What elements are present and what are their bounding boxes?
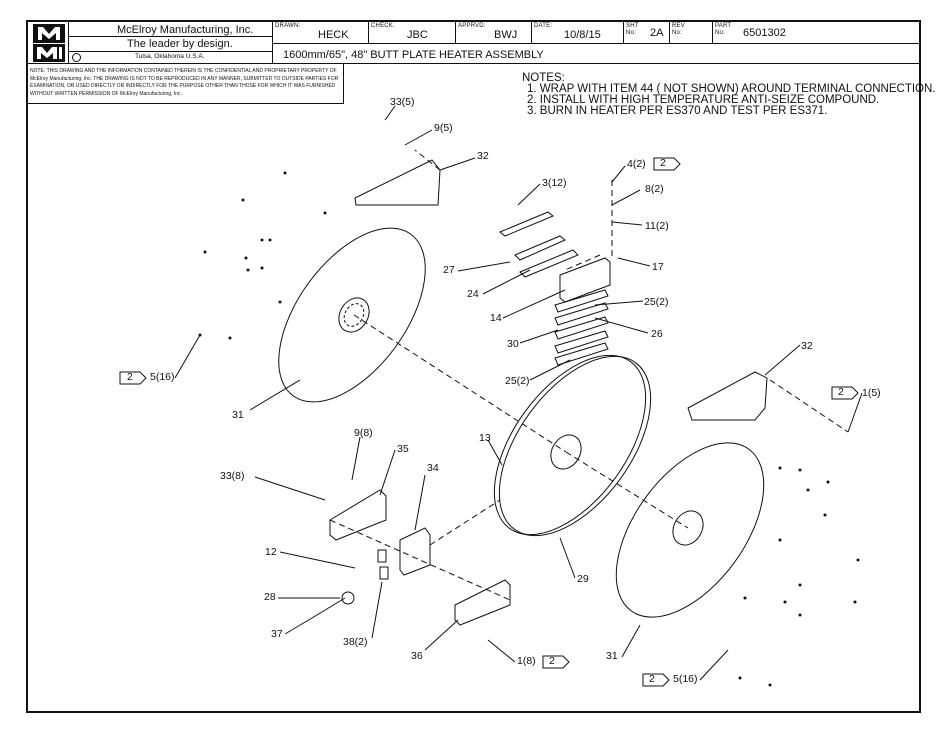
- apprvd-label: APPRVD:: [458, 23, 486, 29]
- callout-28: 28: [264, 591, 276, 603]
- company-location: Tulsa, Oklahoma U.S.A.: [135, 53, 205, 60]
- callout-4-2: 4(2): [627, 158, 646, 170]
- callout-25-2-top: 25(2): [644, 296, 669, 308]
- rev-label: REV No:: [672, 23, 685, 36]
- callout-1-8: 1(8): [517, 655, 536, 667]
- title-block: McElroy Manufacturing, Inc. The leader b…: [26, 20, 921, 64]
- title-cell: 1600mm/65", 48" BUTT PLATE HEATER ASSEMB…: [272, 43, 919, 64]
- company-name: McElroy Manufacturing, Inc.: [117, 24, 254, 36]
- lower-right-guard-plate: [687, 371, 768, 421]
- date-value: 10/8/15: [564, 29, 601, 41]
- callout-31-left: 31: [232, 409, 244, 421]
- center-lines: [329, 149, 849, 601]
- note-2: 2. INSTALL WITH HIGH TEMPERATURE ANTI-SE…: [527, 94, 880, 106]
- callout-33-8: 33(8): [220, 470, 245, 482]
- callout-5-16-left: 5(16): [150, 371, 175, 383]
- callout-33-5: 33(5): [390, 96, 415, 108]
- callout-8-2: 8(2): [645, 183, 664, 195]
- note-flag-5-right: [642, 673, 670, 687]
- fasteners: [198, 171, 860, 687]
- note-flag-1-lower: [542, 655, 570, 669]
- drawn-label: DRAWN:: [275, 23, 301, 29]
- registered-mark-icon: [72, 53, 81, 62]
- callout-32-right: 32: [801, 340, 813, 352]
- note-flag-1: [831, 386, 859, 400]
- callout-3-12: 3(12): [542, 177, 567, 189]
- callout-17: 17: [652, 261, 664, 273]
- drawn-cell: DRAWN: HECK: [272, 22, 368, 43]
- right-heater-plate: [615, 442, 765, 618]
- note-flag-5-left: [119, 371, 147, 385]
- callout-32-top: 32: [477, 150, 489, 162]
- company-tagline: The leader by design.: [127, 38, 233, 50]
- callout-38-2: 38(2): [343, 636, 368, 648]
- note-3: 3. BURN IN HEATER PER ES370 AND TEST PER…: [527, 105, 828, 117]
- handle-assembly: [311, 489, 511, 626]
- part-label: PART No:: [715, 23, 732, 36]
- upper-guard-plate: [354, 159, 441, 206]
- note-tag-4: 2: [549, 655, 555, 667]
- note-tag-3: 2: [838, 386, 844, 398]
- callout-1-5: 1(5): [862, 387, 881, 399]
- callout-26: 26: [651, 328, 663, 340]
- drawing-title: 1600mm/65", 48" BUTT PLATE HEATER ASSEMB…: [283, 49, 544, 61]
- confidential-note: NOTE: THIS DRAWING AND THE INFORMATION C…: [30, 68, 339, 97]
- callout-30: 30: [507, 338, 519, 350]
- callout-9-5: 9(5): [434, 122, 453, 134]
- mmi-logo-mark: [33, 24, 65, 62]
- callout-24: 24: [467, 288, 479, 300]
- apprvd-cell: APPRVD: BWJ: [455, 22, 531, 43]
- company-logo: [30, 22, 68, 64]
- note-tag-5: 2: [649, 673, 655, 685]
- check-value: JBC: [407, 29, 428, 41]
- sht-cell: SHT No: 2A: [623, 22, 669, 43]
- callout-34: 34: [427, 462, 439, 474]
- drawn-value: HECK: [318, 29, 349, 41]
- callout-35: 35: [397, 443, 409, 455]
- part-cell: PART No: 6501302: [712, 22, 919, 43]
- apprvd-value: BWJ: [494, 29, 518, 41]
- callout-25-2-bottom: 25(2): [505, 375, 530, 387]
- callout-9-8: 9(8): [354, 427, 373, 439]
- callout-29: 29: [577, 573, 589, 585]
- notes-block: NOTES: 1. WRAP WITH ITEM 44 ( NOT SHOWN)…: [522, 72, 936, 117]
- callout-14: 14: [490, 312, 502, 324]
- date-label: DATE:: [534, 23, 553, 29]
- company-name-cell: McElroy Manufacturing, Inc. The leader b…: [68, 22, 272, 64]
- sht-label: SHT No:: [626, 23, 639, 36]
- notes-heading: NOTES:: [522, 72, 565, 84]
- note-tag-1: 2: [660, 157, 666, 169]
- note-flag-4: [653, 157, 681, 171]
- sht-value: 2A: [650, 27, 664, 39]
- note-tag-2: 2: [127, 371, 133, 383]
- rev-cell: REV No:: [669, 22, 712, 43]
- callout-11-2: 11(2): [645, 220, 669, 232]
- note-flags: [119, 157, 859, 687]
- left-heater-plate: [278, 227, 426, 403]
- callout-27: 27: [443, 264, 455, 276]
- check-label: CHECK:: [371, 23, 395, 29]
- leader-lines: [174, 105, 863, 681]
- callout-31-right: 31: [606, 650, 618, 662]
- part-value: 6501302: [743, 27, 786, 39]
- confidential-note-box: [26, 64, 344, 104]
- note-1: 1. WRAP WITH ITEM 44 ( NOT SHOWN) AROUND…: [527, 83, 936, 95]
- callout-5-16-right: 5(16): [673, 673, 698, 685]
- center-heater-plate: [493, 354, 652, 537]
- callout-36: 36: [411, 650, 423, 662]
- callout-37: 37: [271, 628, 283, 640]
- date-cell: DATE: 10/8/15: [531, 22, 623, 43]
- callout-13: 13: [479, 432, 491, 444]
- callout-12: 12: [265, 546, 277, 558]
- check-cell: CHECK: JBC: [368, 22, 455, 43]
- terminal-stack: [499, 211, 611, 366]
